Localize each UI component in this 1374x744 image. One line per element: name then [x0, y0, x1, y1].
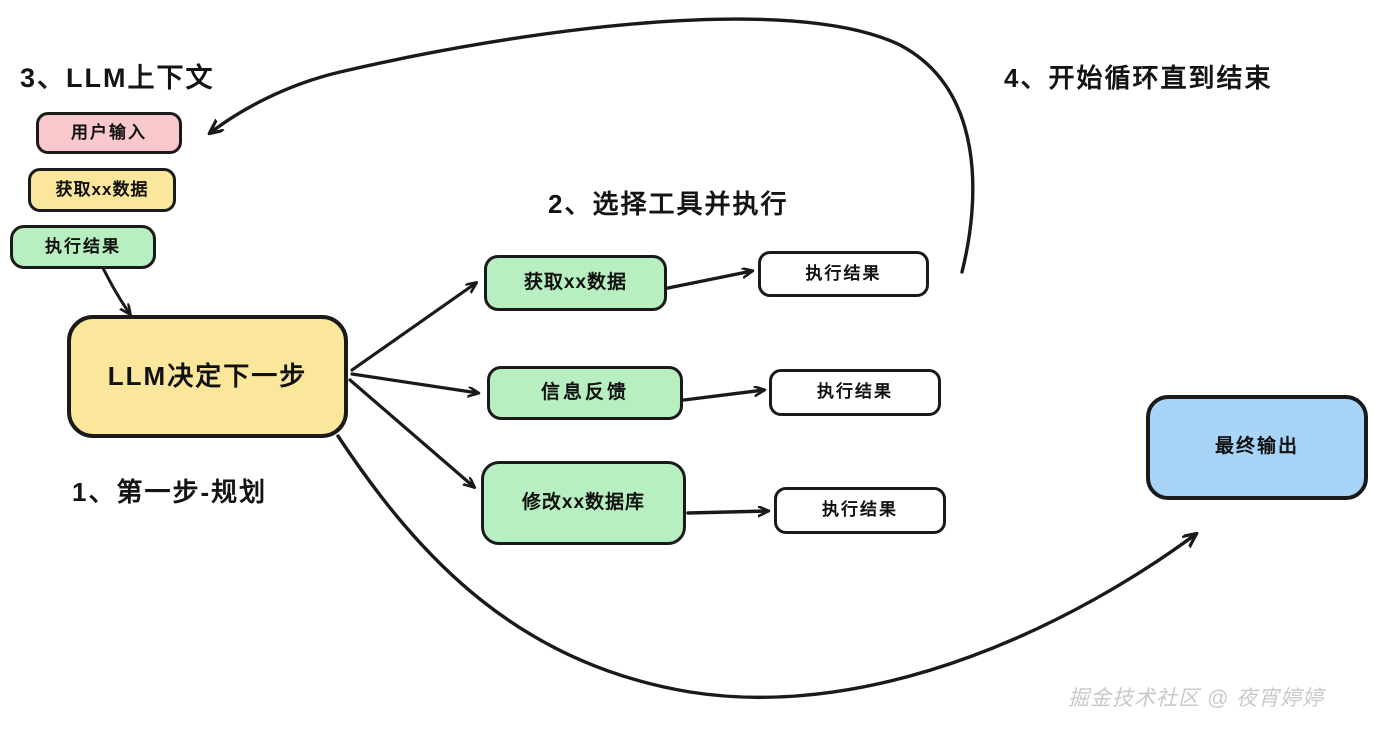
edge-loop-back [210, 17, 975, 274]
section-label-loop: 4、开始循环直到结束 [1004, 63, 1273, 93]
node-tool-fetch-data[interactable]: 获取xx数据 [484, 255, 667, 311]
node-result-2[interactable]: 执行结果 [769, 369, 941, 416]
node-tool-modify-db[interactable]: 修改xx数据库 [481, 461, 686, 545]
node-final-output[interactable]: 最终输出 [1146, 395, 1368, 500]
node-result-1[interactable]: 执行结果 [758, 251, 929, 297]
node-context-fetch-data[interactable]: 获取xx数据 [28, 168, 176, 212]
section-label-tool-select: 2、选择工具并执行 [548, 189, 789, 219]
edge-llm-to-final [336, 434, 1196, 700]
watermark: 掘金技术社区 @ 夜宵婷婷 [1068, 687, 1324, 710]
section-label-context: 3、LLM上下文 [20, 63, 215, 93]
node-context-exec-result[interactable]: 执行结果 [10, 225, 156, 269]
node-llm-decide-next-step[interactable]: LLM决定下一步 [67, 315, 348, 438]
section-label-planning: 1、第一步-规划 [72, 477, 268, 507]
node-user-input[interactable]: 用户输入 [36, 112, 182, 154]
node-tool-feedback[interactable]: 信息反馈 [487, 366, 683, 420]
edge-context-to-llm [101, 266, 130, 314]
edge-llm-to-tools [348, 283, 478, 487]
node-result-3[interactable]: 执行结果 [774, 487, 946, 534]
